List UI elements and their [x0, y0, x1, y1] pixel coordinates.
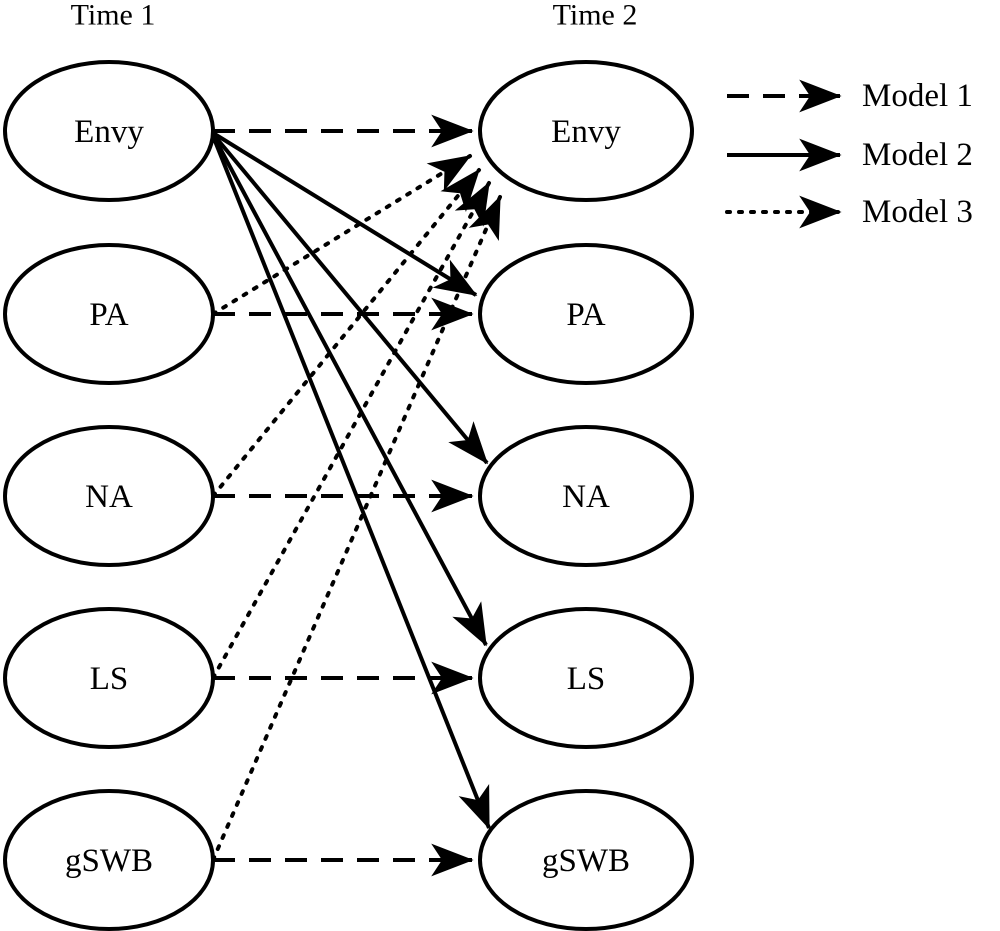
- edge-t1-envy-to-t2-gswb: [211, 135, 491, 830]
- node-label-t2-pa: PA: [566, 297, 605, 333]
- legend-model-1-label: Model 1: [862, 78, 973, 114]
- legend-model-3-label: Model 3: [862, 194, 973, 230]
- node-t1-na[interactable]: NA: [3, 425, 215, 567]
- edge-t1-pa-to-t2-envy: [211, 154, 472, 316]
- node-label-t1-envy: Envy: [74, 114, 144, 150]
- node-t1-gswb[interactable]: gSWB: [3, 789, 215, 931]
- node-t1-pa[interactable]: PA: [3, 243, 215, 385]
- legend-model-2-label: Model 2: [862, 137, 973, 173]
- node-ellipse-t2-ls: [478, 607, 694, 749]
- edges-layer: [211, 114, 502, 877]
- edge-t1-na-to-t2-envy: [211, 168, 481, 498]
- node-ellipse-t1-na: [3, 425, 215, 567]
- node-ellipse-t2-gswb: [478, 789, 694, 931]
- node-t1-ls[interactable]: LS: [3, 607, 215, 749]
- node-t2-gswb[interactable]: gSWB: [478, 789, 694, 931]
- node-ellipse-t2-envy: [478, 60, 694, 202]
- node-label-t1-gswb: gSWB: [65, 843, 153, 879]
- node-t1-envy[interactable]: Envy: [3, 60, 215, 202]
- node-ellipse-t1-envy: [3, 60, 215, 202]
- edge-t1-gswb-to-t2-envy: [211, 195, 502, 862]
- node-ellipse-t1-pa: [3, 243, 215, 385]
- node-label-t1-pa: PA: [89, 297, 128, 333]
- column-header-time-2: Time 2: [553, 0, 638, 32]
- legend-model-2[interactable]: Model 2: [727, 137, 973, 173]
- node-label-t1-na: NA: [85, 479, 133, 515]
- node-ellipse-t1-ls: [3, 607, 215, 749]
- edge-t1-envy-to-t2-na: [211, 132, 489, 465]
- node-ellipse-t2-pa: [478, 243, 694, 385]
- node-ellipse-t1-gswb: [3, 789, 215, 931]
- node-ellipse-t2-na: [478, 425, 694, 567]
- node-t2-ls[interactable]: LS: [478, 607, 694, 749]
- node-label-t2-envy: Envy: [551, 114, 621, 150]
- edge-t1-envy-to-t2-ls: [211, 134, 488, 647]
- node-t2-na[interactable]: NA: [478, 425, 694, 567]
- node-label-t2-gswb: gSWB: [542, 843, 630, 879]
- node-t2-pa[interactable]: PA: [478, 243, 694, 385]
- edge-t1-ls-to-t2-envy: [211, 181, 491, 680]
- node-label-t2-ls: LS: [567, 661, 606, 697]
- column-header-time-1: Time 1: [71, 0, 156, 32]
- column-headers: Time 1 Time 2: [71, 0, 638, 32]
- legend-model-3[interactable]: Model 3: [725, 194, 973, 230]
- legend: Model 1 Model 2 Model 3: [725, 78, 973, 230]
- node-label-t2-na: NA: [562, 479, 610, 515]
- node-label-t1-ls: LS: [90, 661, 129, 697]
- edge-t1-envy-to-t2-pa: [211, 131, 478, 297]
- node-t2-envy[interactable]: Envy: [478, 60, 694, 202]
- legend-model-1[interactable]: Model 1: [727, 78, 973, 114]
